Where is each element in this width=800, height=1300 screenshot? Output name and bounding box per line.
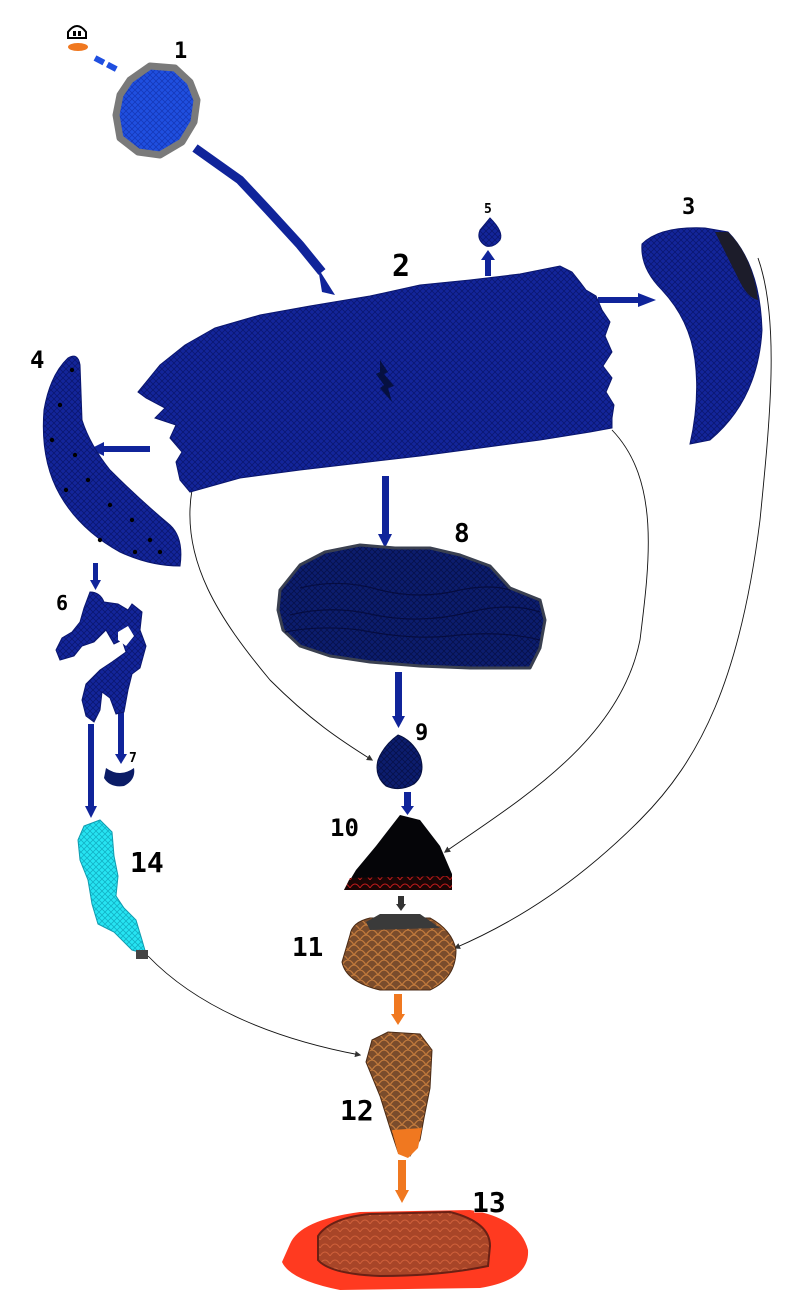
arrow-6-to-7-head (115, 754, 127, 764)
arrow-2-to-3-head (638, 293, 656, 307)
arrow-4-to-6-shaft (93, 563, 98, 581)
arrow-10-to-11-head (396, 904, 406, 911)
arrow-entry-to-1 (95, 58, 118, 70)
arrow-6-to-14-head (85, 806, 97, 818)
label-1: 1 (174, 39, 187, 64)
arrow-2-to-5-head (481, 250, 495, 260)
arrow-10-to-11-shaft (398, 896, 404, 904)
label-6: 6 (56, 591, 68, 615)
node-10-base (344, 876, 452, 890)
arrow-1-to-2-head (318, 268, 335, 295)
label-3: 3 (682, 195, 695, 220)
label-11: 11 (292, 933, 323, 963)
node-11-cap (366, 914, 440, 930)
node-14-strip (78, 820, 146, 954)
arrow-12-to-13-shaft (398, 1160, 406, 1190)
node-7-bowl (104, 768, 134, 786)
arrow-11-to-12-head (391, 1014, 405, 1025)
label-12: 12 (340, 1094, 374, 1127)
node-13-core (318, 1212, 490, 1276)
label-8: 8 (454, 519, 470, 549)
label-4: 4 (30, 346, 44, 374)
node-14-gray-tip (136, 950, 148, 959)
arrow-11-to-12-shaft (394, 994, 402, 1014)
arrow-2-to-3-shaft (598, 297, 640, 303)
node-1-pond (116, 66, 197, 155)
label-2: 2 (392, 249, 410, 284)
arrow-1-to-2-shaft (195, 148, 322, 272)
node-12-orange-tip (392, 1128, 422, 1158)
label-10: 10 (330, 814, 359, 842)
label-13: 13 (472, 1186, 506, 1219)
arrow-6-to-7-shaft (118, 712, 124, 756)
arrow-4-to-6-head (90, 580, 101, 590)
arrow-6-to-14-shaft (88, 724, 94, 808)
arrow-8-to-9-shaft (395, 672, 402, 718)
arrow-2-to-5-shaft (485, 258, 491, 276)
node-6-branches (56, 592, 146, 722)
entry-hut-icon (68, 26, 88, 51)
label-5: 5 (484, 202, 492, 217)
connector-14-to-12 (148, 956, 360, 1055)
arrow-12-to-13-head (395, 1190, 409, 1203)
label-9: 9 (415, 721, 428, 746)
nodes (43, 26, 762, 1290)
arrow-8-to-9-head (392, 716, 405, 728)
arrow-9-to-10-head (401, 806, 414, 815)
label-14: 14 (130, 846, 164, 879)
node-5-droplet (479, 218, 501, 246)
arrow-2-to-4-shaft (102, 446, 150, 452)
node-2-plateau (138, 266, 614, 492)
label-7: 7 (129, 751, 137, 766)
arrow-9-to-10-shaft (404, 792, 411, 808)
arrow-2-to-8-shaft (382, 476, 389, 536)
